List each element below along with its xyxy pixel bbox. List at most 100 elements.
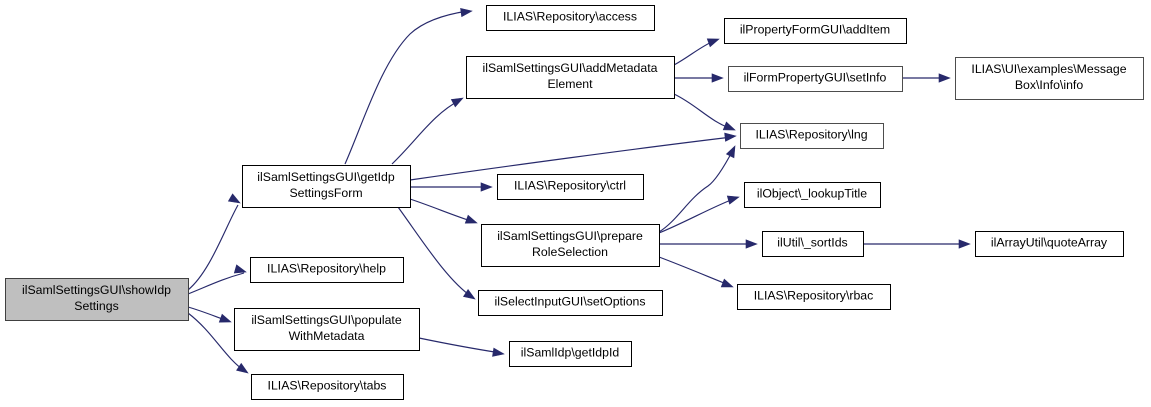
node-box[interactable] [975, 231, 1124, 257]
arrow-head-icon [726, 195, 740, 205]
edge-getIdpSettingsForm-to-setOptions [397, 206, 476, 300]
edge-populateWithMetadata-to-getIdpId [418, 337, 505, 357]
graph-node-rbac[interactable]: ILIAS\Repository\rbac [737, 284, 891, 310]
edge-line [409, 198, 475, 223]
graph-node-sortIds[interactable]: ilUtil\_sortIds [762, 231, 864, 257]
arrow-head-icon [492, 347, 505, 357]
graph-node-setOptions[interactable]: ilSelectInputGUI\setOptions [478, 290, 663, 316]
edge-addMetadataElement-to-setInfo [674, 73, 724, 83]
node-label: ILIAS\Repository\rbac [754, 289, 874, 303]
node-label: ilUtil\_sortIds [777, 236, 847, 250]
arrow-head-icon [706, 38, 720, 48]
edge-showIdpSettings-to-getIdpSettingsForm [187, 193, 241, 291]
edge-line [187, 204, 239, 291]
node-label: ilSelectInputGUI\setOptions [494, 295, 645, 309]
node-label: ILIAS\Repository\help [267, 262, 386, 276]
node-box[interactable] [728, 66, 903, 92]
node-box[interactable] [481, 224, 660, 267]
graph-node-getIdpId[interactable]: ilSamlIdp\getIdpId [509, 341, 632, 367]
arrow-head-icon [462, 288, 476, 300]
arrow-head-icon [722, 121, 736, 131]
graph-node-help[interactable]: ILIAS\Repository\help [250, 257, 404, 283]
edge-line [673, 93, 733, 130]
edge-setInfo-to-messageBoxInfo [902, 73, 951, 83]
node-label: ILIAS\Repository\access [503, 10, 637, 24]
node-box[interactable] [486, 5, 655, 31]
arrow-head-icon [464, 214, 478, 224]
edge-showIdpSettings-to-tabs [187, 312, 249, 374]
edge-getIdpSettingsForm-to-ctrl [410, 182, 493, 192]
node-box[interactable] [234, 308, 420, 351]
node-label: ILIAS\Repository\tabs [268, 379, 387, 393]
node-label: ilSamlIdp\getIdpId [521, 346, 620, 360]
node-box[interactable] [466, 56, 675, 99]
arrow-head-icon [480, 182, 493, 192]
edge-showIdpSettings-to-help [187, 264, 247, 295]
edge-prepareRoleSelection-to-lng [658, 145, 736, 233]
node-box[interactable] [250, 257, 404, 283]
node-box[interactable] [242, 165, 411, 208]
edge-line [344, 10, 469, 165]
edge-getIdpSettingsForm-to-prepareRoleSelection [409, 198, 478, 224]
arrow-head-icon [745, 239, 758, 249]
graph-node-lookupTitle[interactable]: ilObject\_lookupTitle [744, 182, 881, 208]
node-box[interactable] [744, 182, 881, 208]
arrow-head-icon [460, 7, 473, 18]
graph-node-addItem[interactable]: ilPropertyFormGUI\addItem [724, 18, 907, 44]
arrow-head-icon [450, 97, 464, 108]
node-label: ilPropertyFormGUI\addItem [740, 23, 890, 37]
node-label: ILIAS\Repository\lng [755, 128, 867, 142]
node-box[interactable] [251, 374, 404, 400]
arrow-head-icon [958, 239, 971, 249]
node-label: ilObject\_lookupTitle [757, 187, 867, 201]
node-box[interactable] [5, 278, 189, 321]
arrow-head-icon [938, 73, 951, 83]
graph-node-quoteArray[interactable]: ilArrayUtil\quoteArray [975, 231, 1124, 257]
edge-line [397, 206, 473, 298]
edge-line [658, 197, 737, 234]
edge-addMetadataElement-to-lng [673, 93, 736, 131]
arrow-head-icon [218, 313, 232, 323]
node-box[interactable] [955, 57, 1144, 100]
edge-line [391, 99, 461, 165]
node-box[interactable] [737, 284, 891, 310]
edge-prepareRoleSelection-to-lookupTitle [658, 195, 740, 234]
node-box[interactable] [724, 18, 907, 44]
edge-getIdpSettingsForm-to-lng [409, 132, 737, 181]
edge-layer [187, 7, 971, 374]
edge-line [658, 256, 730, 286]
node-box[interactable] [762, 231, 864, 257]
graph-node-setInfo[interactable]: ilFormPropertyGUI\setInfo [728, 66, 903, 92]
graph-node-ctrl[interactable]: ILIAS\Repository\ctrl [497, 174, 644, 200]
node-box[interactable] [478, 290, 663, 316]
edge-prepareRoleSelection-to-sortIds [659, 239, 758, 249]
arrow-head-icon [236, 362, 249, 374]
node-box[interactable] [509, 341, 632, 367]
arrow-head-icon [711, 73, 724, 83]
edge-sortIds-to-quoteArray [863, 239, 971, 249]
node-box[interactable] [497, 174, 644, 200]
edge-line [418, 337, 502, 354]
graph-node-lng[interactable]: ILIAS\Repository\lng [740, 123, 884, 149]
edge-line [658, 149, 734, 233]
graph-node-tabs[interactable]: ILIAS\Repository\tabs [251, 374, 404, 400]
graph-node-access[interactable]: ILIAS\Repository\access [486, 5, 655, 31]
arrow-head-icon [233, 264, 247, 274]
edge-getIdpSettingsForm-to-access [344, 7, 473, 165]
node-box[interactable] [740, 123, 884, 149]
edge-showIdpSettings-to-populateWithMetadata [187, 306, 232, 323]
node-label: ilFormPropertyGUI\setInfo [744, 71, 887, 85]
